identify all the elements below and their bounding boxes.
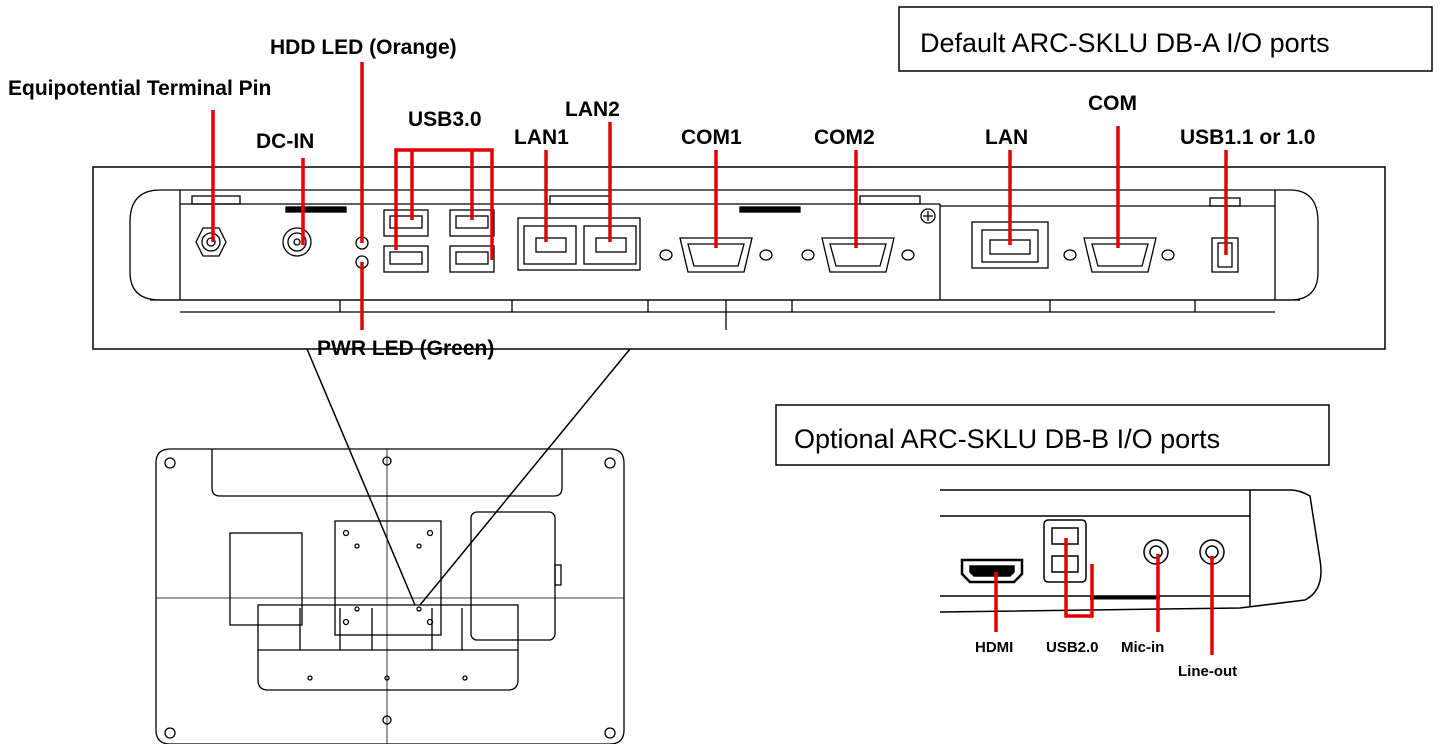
label-usb30: USB3.0 [408, 108, 482, 131]
io-panel-drawing [129, 189, 1319, 330]
callouts-db-a [211, 62, 1228, 330]
label-hdmi: HDMI [975, 639, 1013, 656]
default-ports-title: Default ARC-SKLU DB-A I/O ports [920, 28, 1330, 58]
default-ports-box: Default ARC-SKLU DB-A I/O ports [898, 6, 1433, 72]
labels-db-a: Equipotential Terminal Pin HDD LED (Oran… [8, 36, 1315, 360]
db-b-panel-drawing [939, 489, 1322, 613]
label-mic-in: Mic-in [1121, 639, 1164, 656]
zoom-connector-lines [306, 348, 631, 606]
label-usb11: USB1.1 or 1.0 [1180, 126, 1315, 149]
label-com: COM [1088, 92, 1137, 115]
label-lan1: LAN1 [514, 126, 569, 149]
label-hdd-led: HDD LED (Orange) [270, 36, 457, 59]
label-com2: COM2 [814, 126, 875, 149]
label-com1: COM1 [681, 126, 742, 149]
labels-db-b: HDMI USB2.0 Mic-in Line-out [975, 639, 1237, 680]
label-lan2: LAN2 [565, 98, 620, 121]
label-usb20: USB2.0 [1046, 639, 1099, 656]
label-line-out: Line-out [1178, 663, 1237, 680]
callouts-db-b [994, 538, 1214, 655]
optional-ports-box: Optional ARC-SKLU DB-B I/O ports [775, 404, 1330, 466]
optional-ports-title: Optional ARC-SKLU DB-B I/O ports [794, 424, 1220, 454]
label-equipotential: Equipotential Terminal Pin [8, 77, 271, 100]
label-lan: LAN [985, 126, 1028, 149]
io-panel-frame [92, 166, 1386, 350]
label-pwr-led: PWR LED (Green) [317, 337, 494, 360]
label-dc-in: DC-IN [256, 130, 314, 153]
rear-view-drawing [155, 448, 625, 744]
